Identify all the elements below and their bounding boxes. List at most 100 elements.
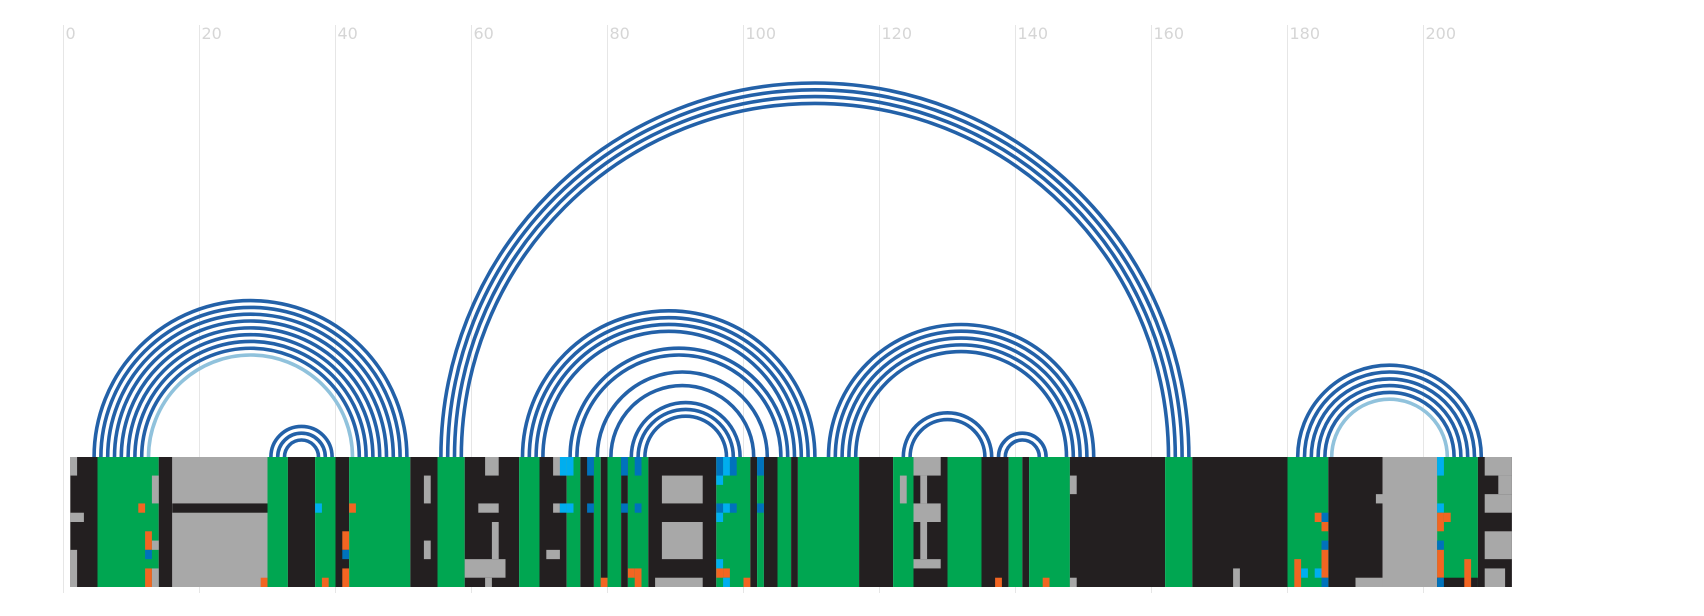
arc xyxy=(459,101,1171,458)
track-mark xyxy=(1042,577,1050,587)
arc xyxy=(105,312,396,458)
track-mark xyxy=(559,503,567,513)
track-block xyxy=(913,457,941,476)
track-block xyxy=(553,503,560,513)
arc xyxy=(112,319,389,458)
arc xyxy=(901,411,994,458)
track-segment xyxy=(763,457,778,587)
track-mark xyxy=(1321,549,1329,578)
track-mark xyxy=(342,531,350,550)
track-segment xyxy=(593,457,601,587)
track-mark xyxy=(1437,540,1444,550)
track-segment xyxy=(859,457,894,587)
track-block xyxy=(1484,457,1512,476)
track-block xyxy=(546,549,560,560)
track-mark xyxy=(621,503,628,513)
x-tick-label: 80 xyxy=(610,24,630,43)
track-mark xyxy=(627,568,635,578)
track-block xyxy=(464,559,506,578)
arc xyxy=(847,343,1076,458)
track-block xyxy=(423,475,431,504)
track-mark xyxy=(600,577,608,587)
track-segment xyxy=(1008,457,1023,587)
arc xyxy=(1323,390,1456,458)
x-tick-label: 200 xyxy=(1426,24,1457,43)
x-tick-label: 180 xyxy=(1290,24,1321,43)
arc xyxy=(119,326,382,458)
arc xyxy=(269,424,334,458)
arc xyxy=(840,336,1082,458)
track-block xyxy=(70,457,78,476)
track-segment xyxy=(1328,457,1383,587)
track-mark xyxy=(634,503,642,513)
track-mark xyxy=(559,457,567,476)
track-block xyxy=(491,522,499,560)
arc xyxy=(99,305,402,458)
arc xyxy=(133,339,368,458)
track-block xyxy=(1355,577,1383,587)
arc xyxy=(643,414,729,458)
track-mark xyxy=(1437,503,1444,513)
track-mark xyxy=(315,503,322,513)
arc xyxy=(445,88,1184,458)
track-segment xyxy=(158,457,173,587)
track-mark xyxy=(634,457,642,476)
track-mark xyxy=(1321,577,1329,587)
track-segment xyxy=(267,457,288,587)
track-segment xyxy=(621,457,628,587)
track-block xyxy=(1484,568,1506,587)
track-segment xyxy=(797,457,860,587)
track-mark xyxy=(723,457,730,476)
track-block xyxy=(1375,494,1383,504)
track-mark xyxy=(723,568,730,578)
track-block xyxy=(485,577,492,587)
arc xyxy=(1309,377,1470,458)
x-tick-label: 160 xyxy=(1154,24,1185,43)
track-mark xyxy=(145,531,152,550)
x-tick-label: 60 xyxy=(474,24,494,43)
track-mark xyxy=(1437,577,1444,587)
track-mark xyxy=(743,577,751,587)
track-segment xyxy=(519,457,540,587)
track-segment xyxy=(1069,457,1166,587)
track-block xyxy=(151,475,159,504)
arc xyxy=(92,298,409,458)
track-block xyxy=(70,549,78,587)
track-mark xyxy=(716,512,724,522)
arc xyxy=(826,322,1096,458)
track-mark xyxy=(1464,559,1472,587)
track-segment xyxy=(1165,457,1193,587)
arc xyxy=(520,309,817,458)
track-block xyxy=(1484,531,1512,560)
track-segment xyxy=(1192,457,1288,587)
track-block xyxy=(661,522,703,560)
track-segment xyxy=(97,457,159,587)
track-segment xyxy=(777,457,792,587)
arc xyxy=(282,438,321,458)
arc xyxy=(636,407,736,458)
track-block xyxy=(655,577,703,587)
track-mark xyxy=(587,457,594,476)
track-block xyxy=(151,568,159,587)
track-mark xyxy=(1321,512,1329,522)
track-segment xyxy=(349,457,411,587)
track-block xyxy=(920,522,928,560)
track-mark xyxy=(1294,559,1302,587)
track-block xyxy=(1498,475,1512,495)
track-segment xyxy=(315,457,336,587)
track-segment xyxy=(566,457,581,587)
arc xyxy=(146,353,355,458)
track-mark xyxy=(716,475,724,485)
arc xyxy=(609,383,756,458)
track-mark xyxy=(723,577,730,587)
track-mark xyxy=(1321,522,1329,532)
track-segment xyxy=(981,457,1009,587)
track-segment xyxy=(627,457,649,587)
track-mark xyxy=(138,503,146,513)
track-mark xyxy=(342,568,350,587)
track-mark xyxy=(716,559,724,569)
track-segment xyxy=(791,457,798,587)
arc xyxy=(275,431,328,458)
arc xyxy=(853,349,1069,458)
